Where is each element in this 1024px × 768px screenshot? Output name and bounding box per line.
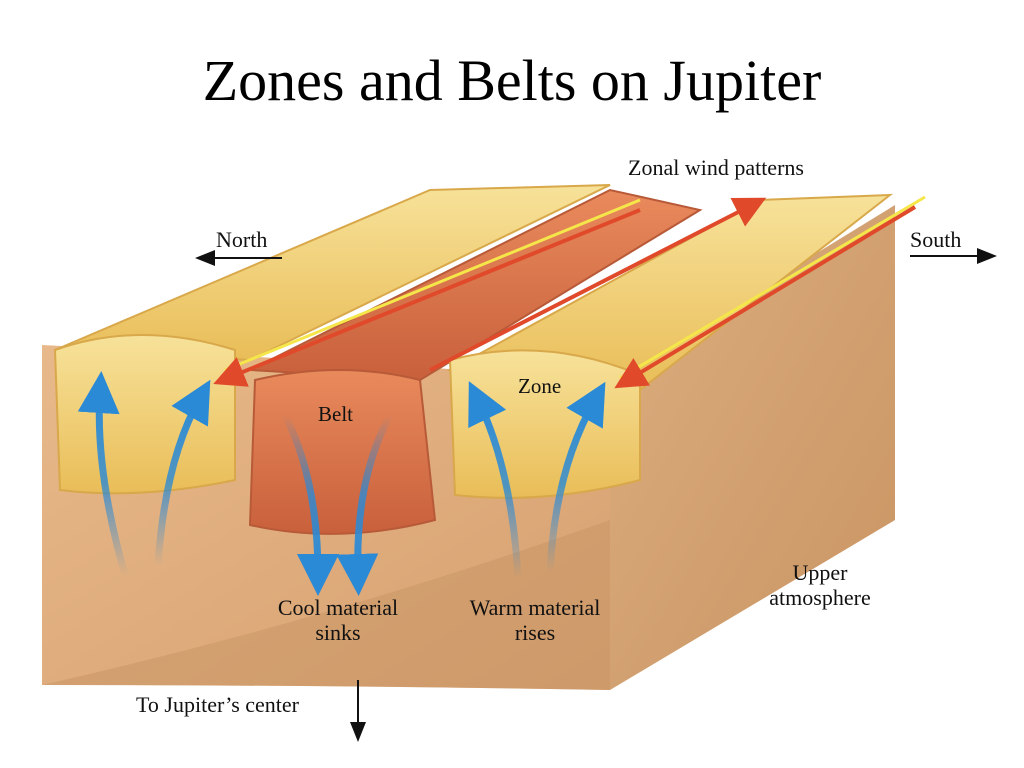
sinking-arrow-belt-1 — [281, 413, 339, 596]
rising-arrow-south-2 — [546, 381, 606, 573]
block-side-face — [610, 205, 895, 690]
north-label: North — [216, 227, 268, 252]
sinking-arrow-belt-2 — [336, 413, 394, 596]
wind-stripe-north — [224, 198, 641, 372]
rising-arrow-north-1 — [77, 371, 129, 576]
wind-arrow-belt — [429, 197, 767, 372]
rising-arrow-north-2 — [154, 379, 211, 566]
upper-atmosphere-label: Upper atmosphere — [769, 560, 871, 611]
warm-material-label: Warm material rises — [469, 595, 601, 646]
wind-stripe-south — [619, 195, 926, 380]
jupiter-center-label: To Jupiter’s center — [136, 692, 300, 717]
wind-arrow-south — [614, 205, 917, 389]
zonal-wind-label: Zonal wind patterns — [628, 155, 804, 180]
south-zone-section — [448, 349, 641, 499]
belt-label: Belt — [318, 402, 353, 426]
page-title: Zones and Belts on Jupiter — [202, 48, 822, 113]
zone-label: Zone — [518, 374, 562, 398]
wind-arrow-north — [213, 208, 641, 387]
belt-section — [248, 369, 437, 535]
north-zone-section — [53, 334, 236, 495]
south-label: South — [910, 227, 962, 252]
rising-arrow-south-1 — [468, 381, 522, 579]
cool-material-label: Cool material sinks — [277, 595, 399, 646]
